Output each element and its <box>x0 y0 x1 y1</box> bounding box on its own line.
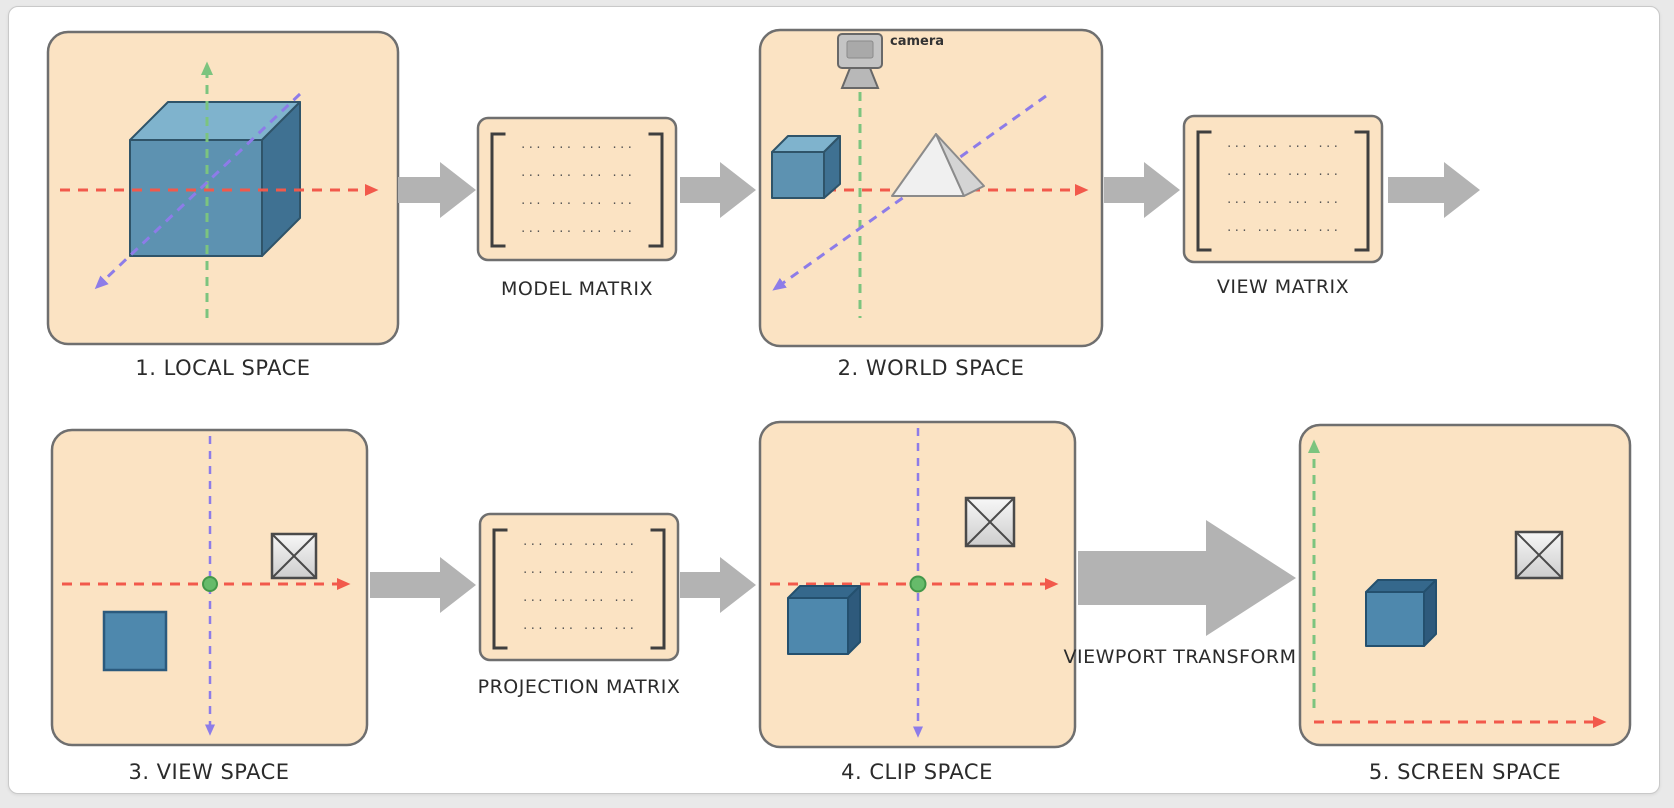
matrix-row: ··· ··· ··· ··· <box>519 141 635 154</box>
stage-label-view-space: 3. VIEW SPACE <box>128 760 290 784</box>
matrix-row: ··· ··· ··· ··· <box>519 225 635 238</box>
matrix-row: ··· ··· ··· ··· <box>519 197 635 210</box>
matrix-row: ··· ··· ··· ··· <box>521 594 637 607</box>
projection-matrix-label: PROJECTION MATRIX <box>477 676 681 698</box>
matrix-row: ··· ··· ··· ··· <box>521 538 637 551</box>
stage-label-world-space: 2. WORLD SPACE <box>837 356 1025 380</box>
matrix-row: ··· ··· ··· ··· <box>1225 196 1341 209</box>
stage-label-screen-space: 5. SCREEN SPACE <box>1368 760 1562 784</box>
view-matrix-cells: ··· ··· ··· ··· ··· ··· ··· ··· ··· ··· … <box>1208 133 1358 245</box>
model-matrix-cells: ··· ··· ··· ··· ··· ··· ··· ··· ··· ··· … <box>502 134 652 246</box>
content-panel <box>8 6 1660 794</box>
matrix-row: ··· ··· ··· ··· <box>1225 168 1341 181</box>
camera-label: camera <box>890 34 945 49</box>
projection-matrix-cells: ··· ··· ··· ··· ··· ··· ··· ··· ··· ··· … <box>504 531 654 643</box>
matrix-row: ··· ··· ··· ··· <box>1225 224 1341 237</box>
model-matrix-label: MODEL MATRIX <box>501 278 653 300</box>
stage-label-local-space: 1. LOCAL SPACE <box>135 356 311 380</box>
matrix-row: ··· ··· ··· ··· <box>519 169 635 182</box>
matrix-row: ··· ··· ··· ··· <box>521 566 637 579</box>
stage-label-clip-space: 4. CLIP SPACE <box>841 760 993 784</box>
matrix-row: ··· ··· ··· ··· <box>1225 140 1341 153</box>
viewport-transform-label: VIEWPORT TRANSFORM <box>1063 646 1297 668</box>
view-matrix-label: VIEW MATRIX <box>1216 276 1350 298</box>
matrix-row: ··· ··· ··· ··· <box>521 622 637 635</box>
